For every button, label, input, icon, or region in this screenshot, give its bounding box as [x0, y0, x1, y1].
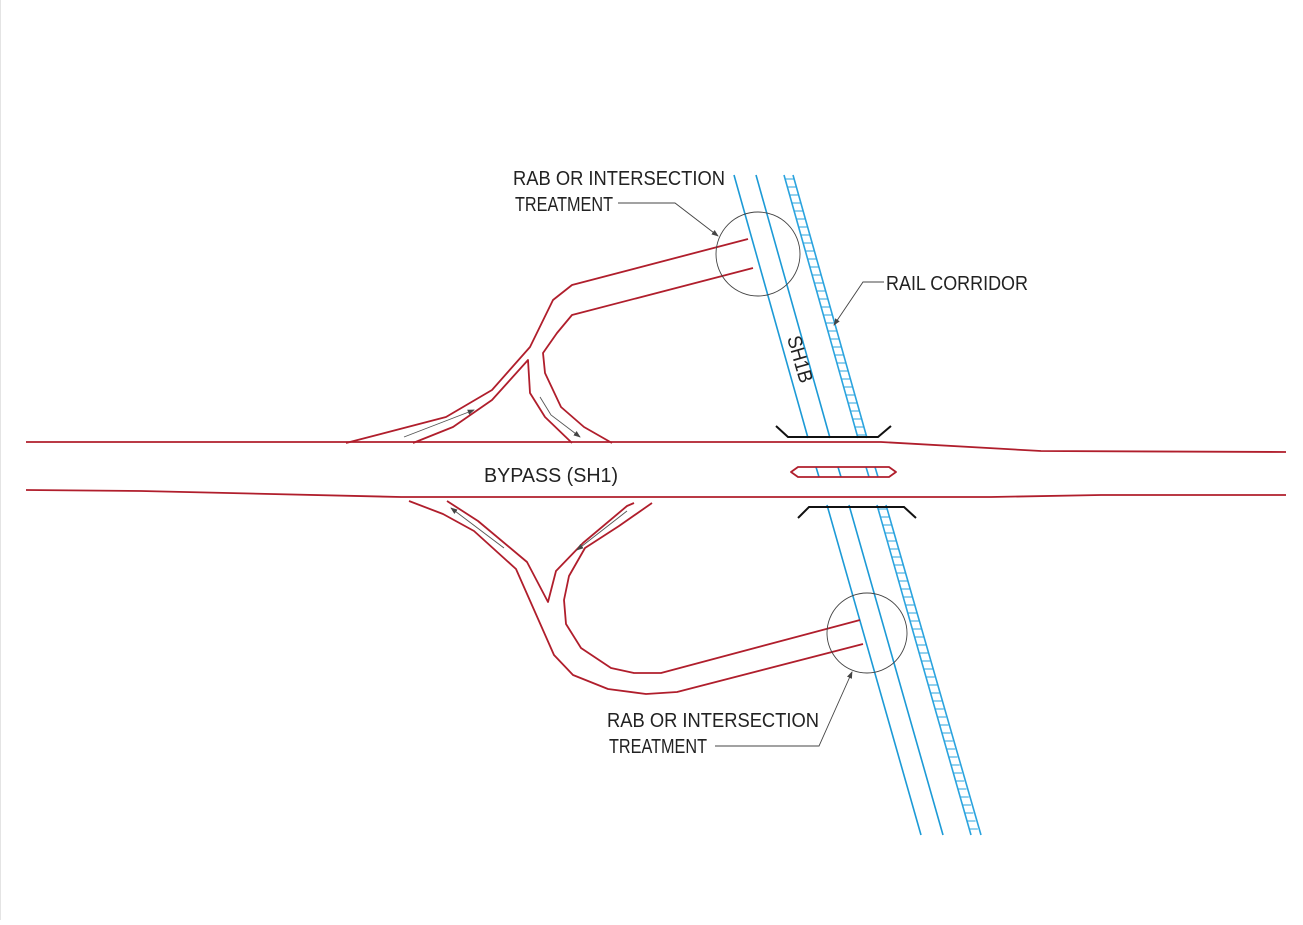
bridge-north-parapet: [775, 425, 892, 438]
rail-ties: [785, 178, 978, 830]
on-ramp-direction-arrow: [403, 409, 475, 438]
off-ramp-direction-arrow: [539, 396, 581, 438]
rail-east-south: [885, 504, 982, 836]
south-ramps: [408, 500, 864, 695]
bypass-sh1: [25, 441, 1287, 498]
rail-west-north: [783, 174, 859, 439]
south-intersection-circle: [826, 592, 908, 674]
bypass-south-edge: [25, 489, 1286, 498]
south-ramp-outer-edge: [408, 500, 864, 695]
sh1b-edge-under-bridge: [837, 466, 842, 478]
sh1b-west-edge-north: [733, 174, 809, 439]
north-ramp-gore: [412, 359, 573, 444]
sh1b-west-edge-south: [826, 504, 922, 836]
bridge-south-parapet: [797, 506, 917, 519]
sh1b-label: SH1B: [782, 333, 816, 385]
north-treatment-label-line2: TREATMENT: [515, 194, 613, 216]
south-treatment-label-line1: RAB OR INTERSECTION: [607, 710, 819, 732]
sh1b-road: [733, 174, 944, 836]
north-intersection-circle: [715, 211, 801, 297]
rail-corridor-leader: [833, 281, 884, 326]
rail-west-south: [876, 504, 972, 836]
off-ramp-direction-arrow: [576, 510, 628, 551]
median-island: [790, 466, 897, 478]
rail-corridor-label: RAIL CORRIDOR: [886, 273, 1028, 295]
bypass-label: BYPASS (SH1): [484, 465, 618, 487]
on-ramp-direction-arrow: [450, 507, 505, 549]
rail-corridor: [783, 174, 982, 836]
north-ramps: [345, 238, 754, 444]
sh1b-east-edge-north: [755, 174, 831, 439]
rail-under-bridge: [874, 466, 879, 478]
north-ramp-inner-edge: [542, 267, 754, 444]
sh1b-east-edge-south: [848, 504, 944, 836]
sh1b-edge-under-bridge: [815, 466, 820, 478]
bypass-north-edge: [26, 441, 1287, 453]
south-treatment-leader: [715, 671, 853, 747]
south-treatment-label-line2: TREATMENT: [609, 736, 707, 758]
south-ramp-gore: [446, 500, 635, 603]
rail-under-bridge: [865, 466, 870, 478]
north-ramp-outer-edge: [345, 238, 749, 444]
north-treatment-leader: [618, 202, 719, 237]
north-treatment-label-line1: RAB OR INTERSECTION: [513, 168, 725, 190]
south-ramp-inner-edge: [563, 502, 861, 674]
